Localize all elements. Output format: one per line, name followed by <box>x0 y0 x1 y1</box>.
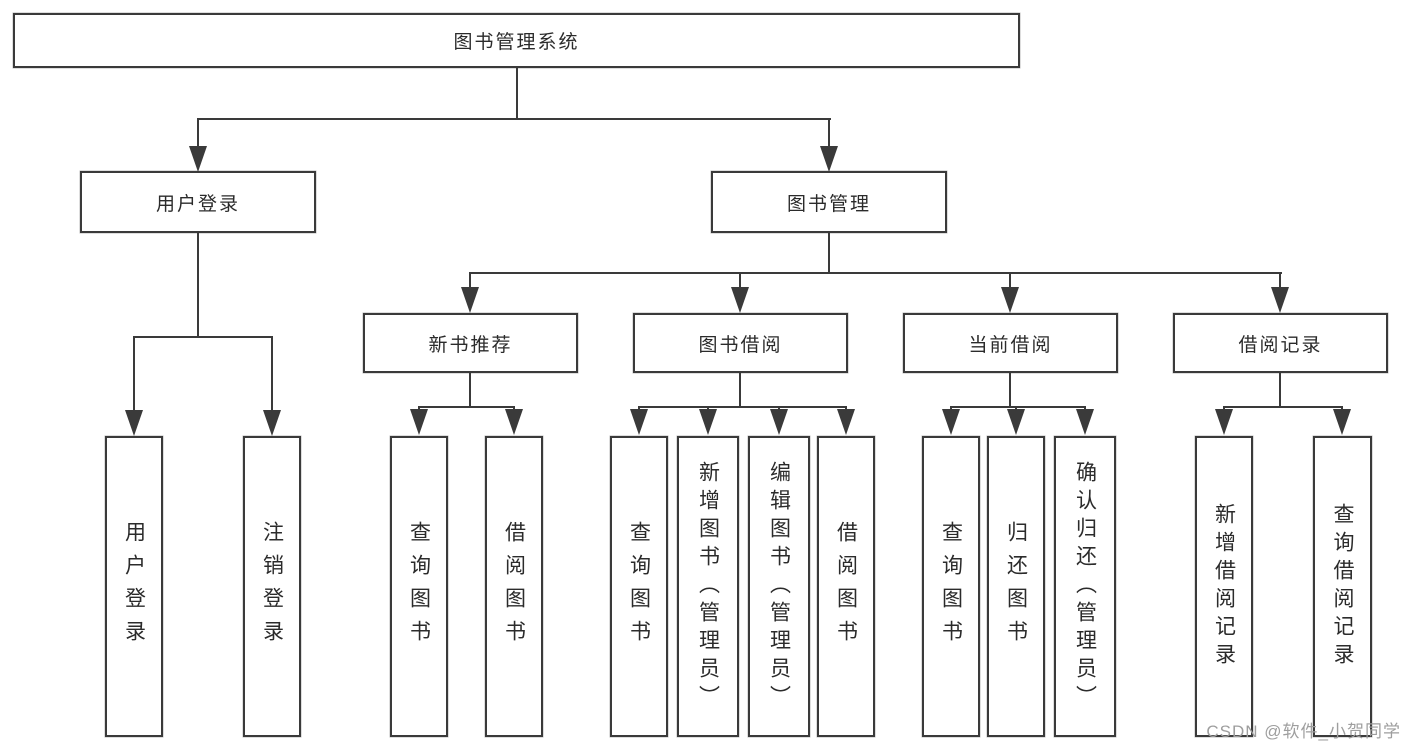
node-add-books-admin: 新增图书（管理员） <box>677 436 739 737</box>
node-add-borrow-record: 新增借阅记录 <box>1195 436 1253 737</box>
arrow-down-icon <box>461 287 479 313</box>
arrow-down-icon <box>630 409 648 435</box>
arrow-down-icon <box>837 409 855 435</box>
arrow-down-icon <box>410 409 428 435</box>
arrow-down-icon <box>1076 409 1094 435</box>
node-edit-books-admin: 编辑图书（管理员） <box>748 436 810 737</box>
node-book-borrowing: 图书借阅 <box>633 313 848 373</box>
arrow-down-icon <box>1271 287 1289 313</box>
arrow-down-icon <box>942 409 960 435</box>
csdn-watermark: CSDN @软件_小贺同学 <box>1206 722 1401 741</box>
arrow-down-icon <box>699 409 717 435</box>
node-root: 图书管理系统 <box>13 13 1020 68</box>
arrow-down-icon <box>820 146 838 172</box>
node-search-books-borrow: 查询图书 <box>610 436 668 737</box>
arrow-down-icon <box>263 410 281 436</box>
node-borrow-books-recommend: 借阅图书 <box>485 436 543 737</box>
node-book-management: 图书管理 <box>711 171 947 233</box>
arrow-down-icon <box>505 409 523 435</box>
arrow-down-icon <box>1333 409 1351 435</box>
node-borrow-books: 借阅图书 <box>817 436 875 737</box>
arrow-down-icon <box>189 146 207 172</box>
node-current-borrowing: 当前借阅 <box>903 313 1118 373</box>
node-user-login: 用户登录 <box>80 171 316 233</box>
node-borrowing-records: 借阅记录 <box>1173 313 1388 373</box>
arrow-down-icon <box>770 409 788 435</box>
node-confirm-return-admin: 确认归还（管理员） <box>1054 436 1116 737</box>
arrow-down-icon <box>125 410 143 436</box>
arrow-down-icon <box>731 287 749 313</box>
node-new-book-recommend: 新书推荐 <box>363 313 578 373</box>
arrow-down-icon <box>1001 287 1019 313</box>
node-user-login-leaf: 用户登录 <box>105 436 163 737</box>
node-logout-leaf: 注销登录 <box>243 436 301 737</box>
node-search-books-current: 查询图书 <box>922 436 980 737</box>
node-search-books-recommend: 查询图书 <box>390 436 448 737</box>
arrow-down-icon <box>1215 409 1233 435</box>
node-search-borrow-record: 查询借阅记录 <box>1313 436 1372 737</box>
arrow-down-icon <box>1007 409 1025 435</box>
node-return-books: 归还图书 <box>987 436 1045 737</box>
